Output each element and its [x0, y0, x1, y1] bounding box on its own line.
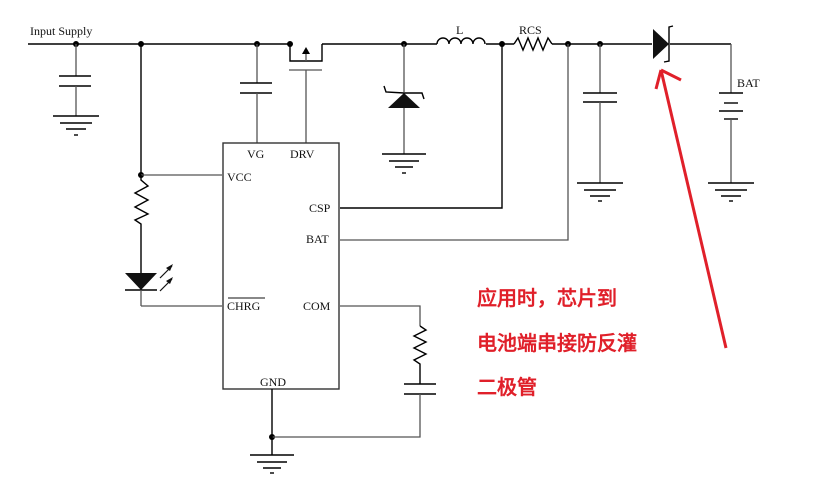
annotation-line-1: 应用时，芯片到 [477, 286, 617, 310]
pin-vcc: VCC [227, 170, 252, 184]
schottky-diode-icon [383, 44, 425, 154]
input-capacitor [59, 44, 91, 116]
pin-drv: DRV [290, 147, 315, 161]
pin-com: COM [303, 299, 331, 313]
charger-ic [222, 142, 340, 390]
vcc-branch [133, 44, 222, 273]
output-capacitor [583, 44, 617, 183]
ground-icon [382, 153, 426, 174]
battery-icon [719, 44, 743, 183]
pin-gnd: GND [260, 375, 286, 389]
annotation-line-2: 电池端串接防反灌 [477, 331, 637, 355]
input-supply-label: Input Supply [30, 24, 92, 38]
anti-backflow-diode-icon [653, 25, 674, 63]
pin-chrg: CHRG [227, 299, 261, 313]
inductor-label: L [456, 23, 463, 37]
pin-vg: VG [247, 147, 265, 161]
ground-icon [53, 115, 99, 136]
csp-bat-lines [340, 44, 569, 241]
red-arrow-icon [654, 68, 728, 349]
ground-icon [577, 182, 623, 202]
sense-resistor-label: RCS [519, 23, 542, 37]
led-icon [125, 264, 222, 307]
pin-bat: BAT [306, 232, 329, 246]
ground-icon [708, 182, 754, 202]
vg-capacitor [240, 44, 272, 143]
annotation-line-3: 二极管 [477, 375, 537, 399]
ic-ground [250, 389, 294, 474]
inductor-icon [436, 37, 486, 45]
sense-resistor-icon [513, 36, 553, 52]
compensation-network [272, 305, 436, 438]
pin-csp: CSP [309, 201, 331, 215]
pmos-transistor-icon [289, 44, 323, 143]
battery-label: BAT [737, 76, 760, 90]
